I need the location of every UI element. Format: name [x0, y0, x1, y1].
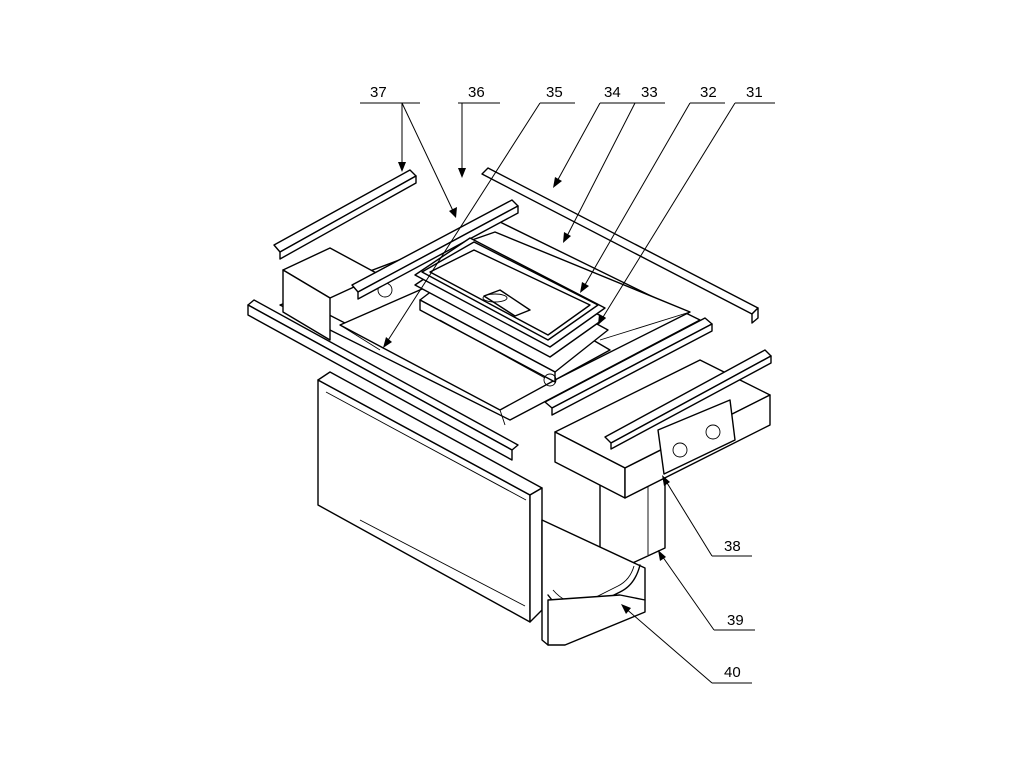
callout-37: 37: [370, 84, 387, 101]
callout-33: 33: [641, 84, 658, 101]
callout-35: 35: [546, 84, 563, 101]
central-module: [414, 237, 609, 387]
lower-housing: [317, 371, 666, 623]
callout-36: 36: [468, 84, 485, 101]
rails: [247, 167, 772, 461]
callout-31: 31: [746, 84, 763, 101]
leader-lines: [360, 102, 775, 684]
callout-34: 34: [604, 84, 621, 101]
callout-40: 40: [724, 664, 741, 681]
callout-32: 32: [700, 84, 717, 101]
callout-38: 38: [724, 538, 741, 555]
callout-39: 39: [727, 612, 744, 629]
bracket-38: [657, 399, 736, 475]
bottom-trough: [541, 519, 646, 646]
